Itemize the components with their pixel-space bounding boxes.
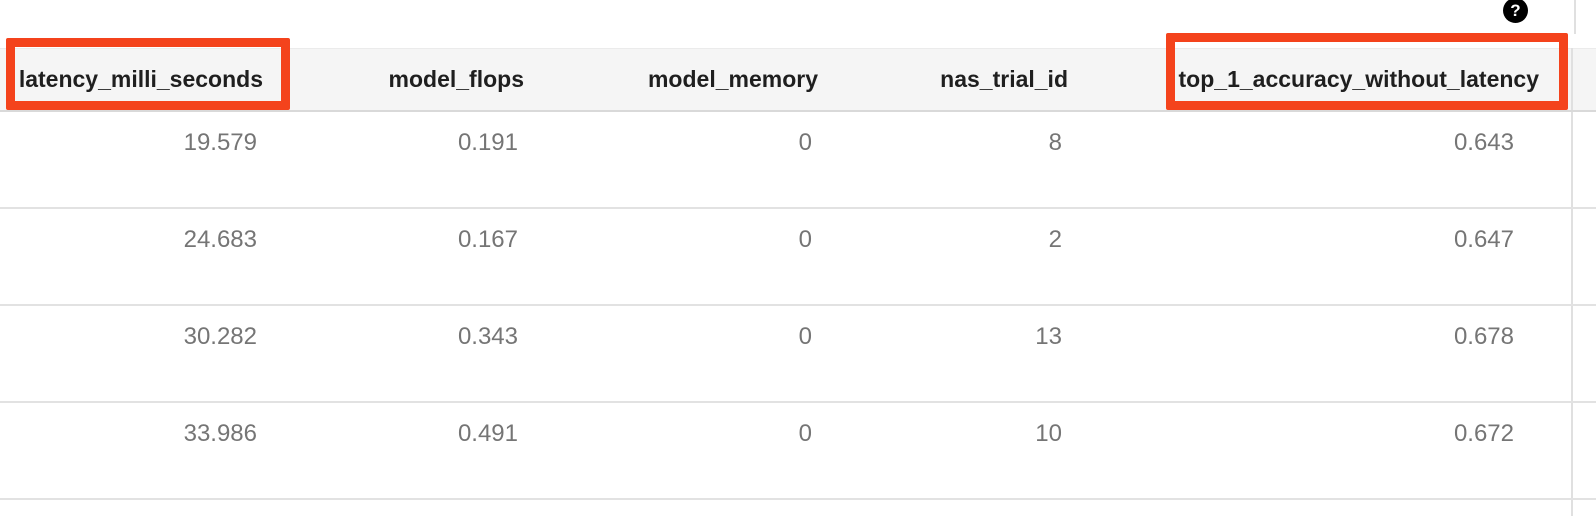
table-cell: [0, 498, 1572, 516]
table-cell: 19.579: [0, 110, 277, 209]
table-cell: 0.647: [1082, 207, 1572, 306]
nas-trials-table: latency_milli_seconds model_flops model_…: [0, 48, 1596, 516]
table-cell: 2: [832, 207, 1082, 306]
table-cell: 0: [538, 401, 832, 500]
table-cell: 10: [832, 401, 1082, 500]
help-icon[interactable]: ?: [1503, 0, 1528, 23]
table-cell: 0.343: [277, 304, 538, 403]
table-cell: 0: [538, 110, 832, 209]
table-cell-overflow: [1571, 498, 1596, 516]
table-cell: 33.986: [0, 401, 277, 500]
table-cell: 30.282: [0, 304, 277, 403]
table-cell: 0: [538, 207, 832, 306]
table-cell: 0.678: [1082, 304, 1572, 403]
table-cell: 0.643: [1082, 110, 1572, 209]
table-cell-overflow: [1571, 304, 1596, 403]
table-cell: 0.191: [277, 110, 538, 209]
table-cell: 0.672: [1082, 401, 1572, 500]
table-cell: 24.683: [0, 207, 277, 306]
table-cell: 0.167: [277, 207, 538, 306]
column-header-model-flops[interactable]: model_flops: [277, 48, 538, 112]
table-header: latency_milli_seconds model_flops model_…: [0, 48, 1596, 112]
column-header-top-1-accuracy-without-latency[interactable]: top_1_accuracy_without_latency: [1082, 48, 1572, 112]
column-header-latency-milli-seconds[interactable]: latency_milli_seconds: [0, 48, 277, 112]
column-header-overflow: [1571, 48, 1596, 112]
header-row: latency_milli_seconds model_flops model_…: [0, 48, 1596, 112]
table-cell-overflow: [1571, 110, 1596, 209]
column-header-nas-trial-id[interactable]: nas_trial_id: [832, 48, 1082, 112]
table-cell: 0.491: [277, 401, 538, 500]
table-cell: 13: [832, 304, 1082, 403]
table-cell-overflow: [1571, 401, 1596, 500]
table-cell: 8: [832, 110, 1082, 209]
table-cell-overflow: [1571, 207, 1596, 306]
table-cell: 0: [538, 304, 832, 403]
top-column-divider: [1574, 0, 1576, 34]
column-header-model-memory[interactable]: model_memory: [538, 48, 832, 112]
table-row-partial: [0, 498, 1596, 516]
